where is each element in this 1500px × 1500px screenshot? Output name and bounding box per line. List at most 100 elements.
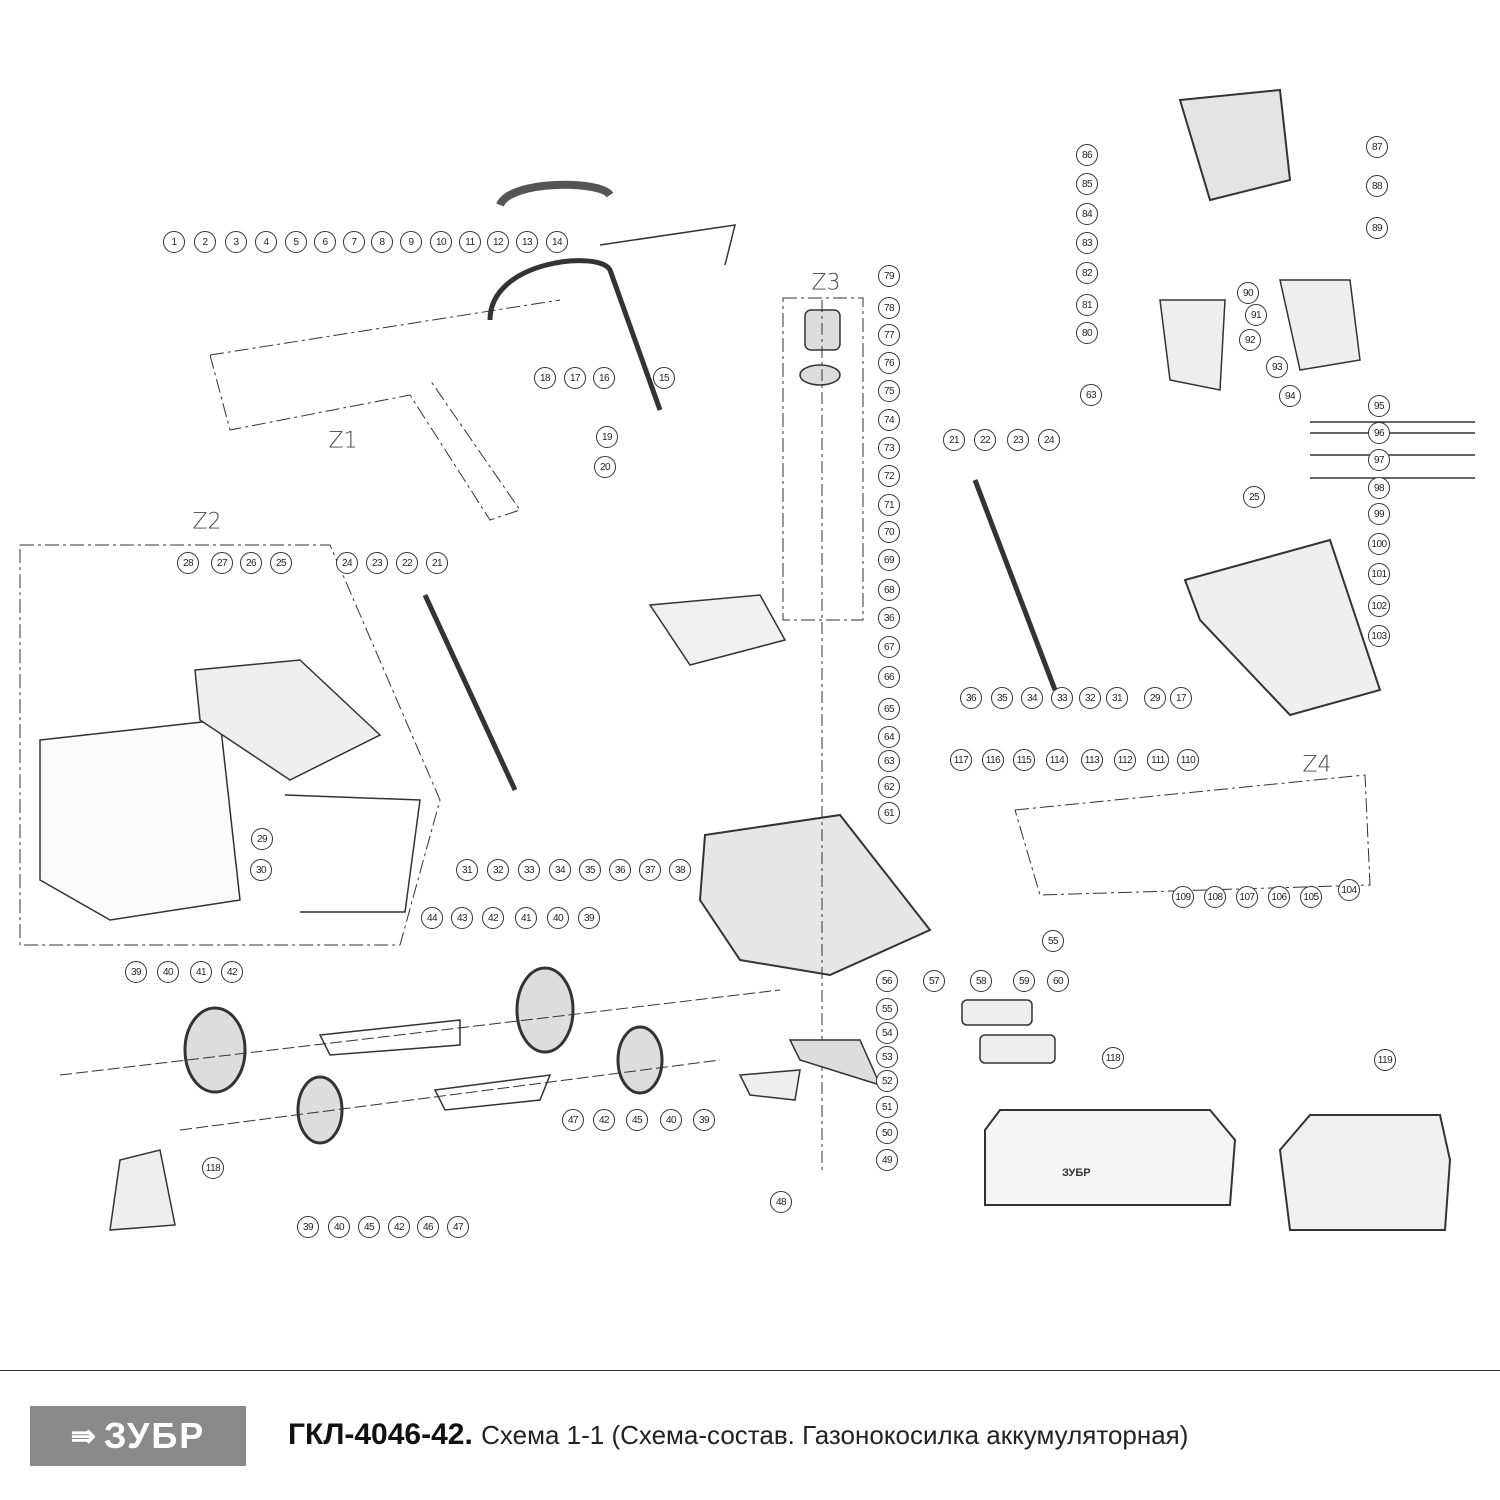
mower-deck: [698, 813, 932, 977]
part-callout-92: 92: [1239, 329, 1261, 351]
grass-catcher-bag: [39, 719, 241, 921]
part-callout-2: 2: [194, 231, 216, 253]
part-callout-61: 61: [878, 802, 900, 824]
part-callout-116: 116: [982, 749, 1004, 771]
part-callout-15: 15: [653, 367, 675, 389]
part-callout-118: 118: [1102, 1047, 1124, 1069]
part-callout-25: 25: [270, 552, 292, 574]
part-callout-14: 14: [546, 231, 568, 253]
part-callout-50: 50: [876, 1122, 898, 1144]
part-callout-53: 53: [876, 1046, 898, 1068]
part-callout-97: 97: [1368, 449, 1390, 471]
part-callout-42: 42: [221, 961, 243, 983]
part-callout-16: 16: [593, 367, 615, 389]
part-callout-23: 23: [1007, 429, 1029, 451]
part-callout-80: 80: [1076, 322, 1098, 344]
lower-handle-left: [422, 593, 518, 792]
part-callout-47: 47: [447, 1216, 469, 1238]
part-callout-118: 118: [202, 1157, 224, 1179]
part-callout-60: 60: [1047, 970, 1069, 992]
part-callout-22: 22: [974, 429, 996, 451]
part-callout-49: 49: [876, 1149, 898, 1171]
part-callout-86: 86: [1076, 144, 1098, 166]
part-callout-33: 33: [1051, 687, 1073, 709]
part-callout-17: 17: [564, 367, 586, 389]
part-callout-8: 8: [371, 231, 393, 253]
part-callout-31: 31: [456, 859, 478, 881]
part-callout-28: 28: [177, 552, 199, 574]
part-callout-55: 55: [876, 998, 898, 1020]
part-callout-84: 84: [1076, 203, 1098, 225]
part-callout-32: 32: [487, 859, 509, 881]
part-callout-102: 102: [1368, 595, 1390, 617]
part-callout-58: 58: [970, 970, 992, 992]
part-callout-90: 90: [1237, 282, 1259, 304]
part-callout-34: 34: [549, 859, 571, 881]
part-callout-4: 4: [255, 231, 277, 253]
part-callout-31: 31: [1106, 687, 1128, 709]
part-callout-110: 110: [1177, 749, 1199, 771]
part-callout-81: 81: [1076, 294, 1098, 316]
part-callout-79: 79: [878, 265, 900, 287]
part-callout-117: 117: [950, 749, 972, 771]
part-callout-75: 75: [878, 380, 900, 402]
part-callout-35: 35: [579, 859, 601, 881]
part-callout-18: 18: [534, 367, 556, 389]
zone-label-z4: Z4: [1302, 752, 1332, 778]
part-callout-21: 21: [943, 429, 965, 451]
part-callout-43: 43: [451, 907, 473, 929]
part-callout-36: 36: [878, 607, 900, 629]
wheel-rear-right: [616, 1025, 664, 1095]
handle-grip: [496, 180, 614, 208]
part-callout-17: 17: [1170, 687, 1192, 709]
charger-118: [984, 1109, 1237, 1206]
part-callout-40: 40: [547, 907, 569, 929]
part-callout-67: 67: [878, 636, 900, 658]
handle-bar-14: [599, 224, 736, 266]
part-callout-95: 95: [1368, 395, 1390, 417]
wheel-rear-left: [296, 1075, 344, 1145]
part-callout-63: 63: [1080, 384, 1102, 406]
part-callout-83: 83: [1076, 232, 1098, 254]
part-callout-45: 45: [626, 1109, 648, 1131]
part-callout-91: 91: [1245, 304, 1267, 326]
part-callout-71: 71: [878, 494, 900, 516]
part-callout-93: 93: [1266, 356, 1288, 378]
part-callout-96: 96: [1368, 422, 1390, 444]
part-callout-68: 68: [878, 579, 900, 601]
part-callout-114: 114: [1046, 749, 1068, 771]
housing-80: [1159, 299, 1226, 391]
part-callout-106: 106: [1268, 886, 1290, 908]
part-callout-100: 100: [1368, 533, 1390, 555]
part-callout-74: 74: [878, 409, 900, 431]
part-callout-1: 1: [163, 231, 185, 253]
top-cover-103: [1183, 538, 1382, 717]
part-callout-76: 76: [878, 352, 900, 374]
part-callout-63: 63: [878, 750, 900, 772]
part-callout-39: 39: [693, 1109, 715, 1131]
part-callout-107: 107: [1236, 886, 1258, 908]
housing-89: [1279, 279, 1361, 371]
part-callout-34: 34: [1021, 687, 1043, 709]
part-callout-23: 23: [366, 552, 388, 574]
zone-z2-outline: [19, 544, 441, 946]
part-callout-36: 36: [960, 687, 982, 709]
part-callout-85: 85: [1076, 173, 1098, 195]
battery-60: [979, 1034, 1056, 1064]
part-callout-109: 109: [1172, 886, 1194, 908]
part-callout-78: 78: [878, 297, 900, 319]
part-callout-87: 87: [1366, 136, 1388, 158]
part-callout-52: 52: [876, 1070, 898, 1092]
wheel-front-left: [183, 1006, 247, 1094]
part-callout-42: 42: [593, 1109, 615, 1131]
part-callout-5: 5: [285, 231, 307, 253]
part-callout-82: 82: [1076, 262, 1098, 284]
part-callout-88: 88: [1366, 175, 1388, 197]
part-callout-20: 20: [594, 456, 616, 478]
model-number: ГКЛ-4046-42.: [288, 1418, 473, 1451]
charger-brand-label: ЗУБР: [1062, 1167, 1091, 1179]
part-callout-89: 89: [1366, 217, 1388, 239]
part-callout-29: 29: [1144, 687, 1166, 709]
lower-handle-right: [972, 479, 1058, 691]
